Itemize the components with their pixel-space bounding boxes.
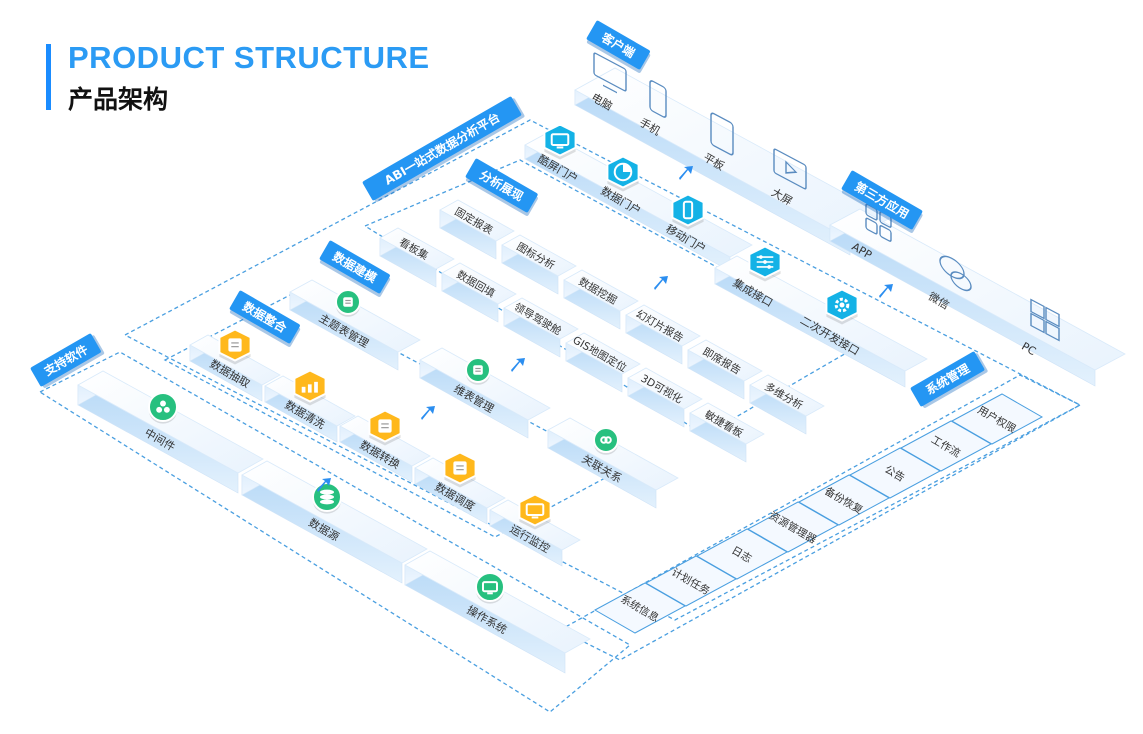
system-item (950, 393, 1044, 445)
analysis-block (501, 234, 577, 295)
region-support (38, 351, 632, 713)
tag-analysis: 分析展现 (465, 158, 538, 216)
page-title-zh: 产品架构 (68, 85, 169, 114)
modeling-block (419, 347, 551, 439)
analysis-block (689, 402, 765, 463)
table-doc-icon (335, 289, 361, 317)
link-icon (593, 427, 619, 455)
analysis-block (503, 297, 579, 358)
analysis-block (687, 339, 763, 400)
analysis-block (563, 269, 639, 330)
page-title-en: PRODUCT STRUCTURE (68, 40, 430, 75)
sliders-icon (748, 245, 782, 282)
monitor-run-icon (518, 493, 552, 530)
mobile-icon (671, 193, 705, 230)
transform-icon (368, 409, 402, 446)
analysis-block (439, 199, 515, 260)
gear-icon (825, 288, 859, 325)
database-icon (312, 482, 342, 514)
analysis-block (749, 374, 825, 435)
os-icon (475, 572, 505, 604)
phone-icon (649, 80, 667, 118)
analysis-block (625, 304, 701, 365)
flow-arrow (654, 276, 668, 290)
screen-portal-icon (543, 123, 577, 160)
flow-arrow (511, 358, 525, 372)
schedule-icon (443, 451, 477, 488)
pie-chart-icon (606, 155, 640, 192)
analysis-block (379, 227, 455, 288)
big-screen-icon (773, 148, 807, 190)
flow-arrow (879, 284, 893, 298)
flow-arrow (679, 166, 693, 180)
flow-arrow (421, 406, 435, 420)
region-system (558, 374, 1082, 661)
analysis-block (441, 262, 517, 323)
dimension-icon (465, 357, 491, 385)
flow-arrow (317, 478, 331, 492)
extract-icon (218, 328, 252, 365)
monitor-icon (593, 52, 627, 94)
cluster-icon (148, 392, 178, 424)
interfaces-panel (714, 255, 928, 388)
support-block (77, 370, 264, 494)
wechat-icon (939, 255, 972, 292)
analysis-block (627, 367, 703, 428)
title-accent-bar (46, 44, 51, 110)
modeling-block (547, 417, 679, 509)
third-party-item-label: PC (1019, 340, 1038, 359)
support-block (404, 550, 591, 674)
support-block (241, 460, 428, 584)
modeling-block (289, 279, 421, 371)
third-party-panel (829, 208, 1126, 387)
analysis-block (565, 332, 641, 393)
tablet-icon (710, 112, 734, 156)
bar-chart-icon (293, 369, 327, 406)
windows-icon (1030, 298, 1060, 342)
